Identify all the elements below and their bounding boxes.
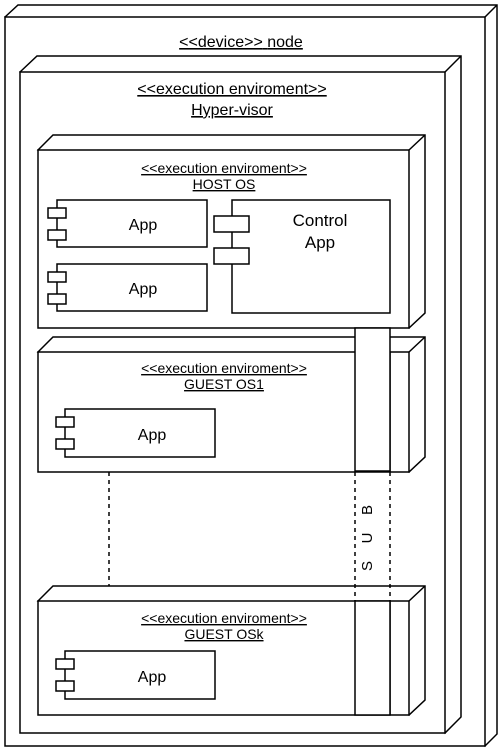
host-app-component: App xyxy=(47,199,208,248)
host-app-component: App xyxy=(47,263,208,312)
host-app-label: App xyxy=(129,281,158,298)
host-os-stereotype: <<execution enviroment>> xyxy=(141,160,307,176)
component-icon xyxy=(55,416,75,428)
guest-osk-app-label: App xyxy=(138,669,167,686)
component-icon xyxy=(47,207,67,219)
bus-letter: B xyxy=(359,505,376,515)
host-app-label: App xyxy=(129,217,158,234)
bus-letter: U xyxy=(359,533,376,544)
bus-lower-segment xyxy=(354,600,391,716)
guest-osk-environment: <<execution enviroment>> GUEST OSk App xyxy=(36,585,426,716)
guest-osk-name: GUEST OSk xyxy=(184,626,264,642)
component-icon xyxy=(213,247,250,265)
control-app-label-line2: App xyxy=(305,233,335,252)
guest-os1-name: GUEST OS1 xyxy=(184,376,264,392)
guest-os1-app-component: App xyxy=(55,408,216,458)
host-os-name: HOST OS xyxy=(193,176,256,192)
hypervisor-stereotype: <<execution enviroment>> xyxy=(137,81,326,98)
bus-upper-segment xyxy=(354,327,391,472)
component-icon xyxy=(55,658,75,670)
component-icon xyxy=(213,215,250,233)
guest-osk-app-component: App xyxy=(55,650,216,700)
control-app-component: Control App xyxy=(213,199,391,314)
device-node-title: <<device>> node xyxy=(179,34,303,51)
guest-osk-stereotype: <<execution enviroment>> xyxy=(141,610,307,626)
component-icon xyxy=(47,271,67,283)
guest-os1-stereotype: <<execution enviroment>> xyxy=(141,360,307,376)
component-icon xyxy=(55,438,75,450)
guest-os1-environment: <<execution enviroment>> GUEST OS1 App xyxy=(36,336,426,473)
guest-os1-app-label: App xyxy=(138,427,167,444)
control-app-label-line1: Control xyxy=(293,211,348,230)
bus: B U S xyxy=(354,327,391,716)
component-icon xyxy=(55,680,75,692)
host-os-environment: <<execution enviroment>> HOST OS App App… xyxy=(36,134,426,329)
component-icon xyxy=(47,293,67,305)
component-icon xyxy=(47,229,67,241)
hypervisor-name: Hyper-visor xyxy=(191,102,273,119)
bus-letter: S xyxy=(359,561,376,571)
